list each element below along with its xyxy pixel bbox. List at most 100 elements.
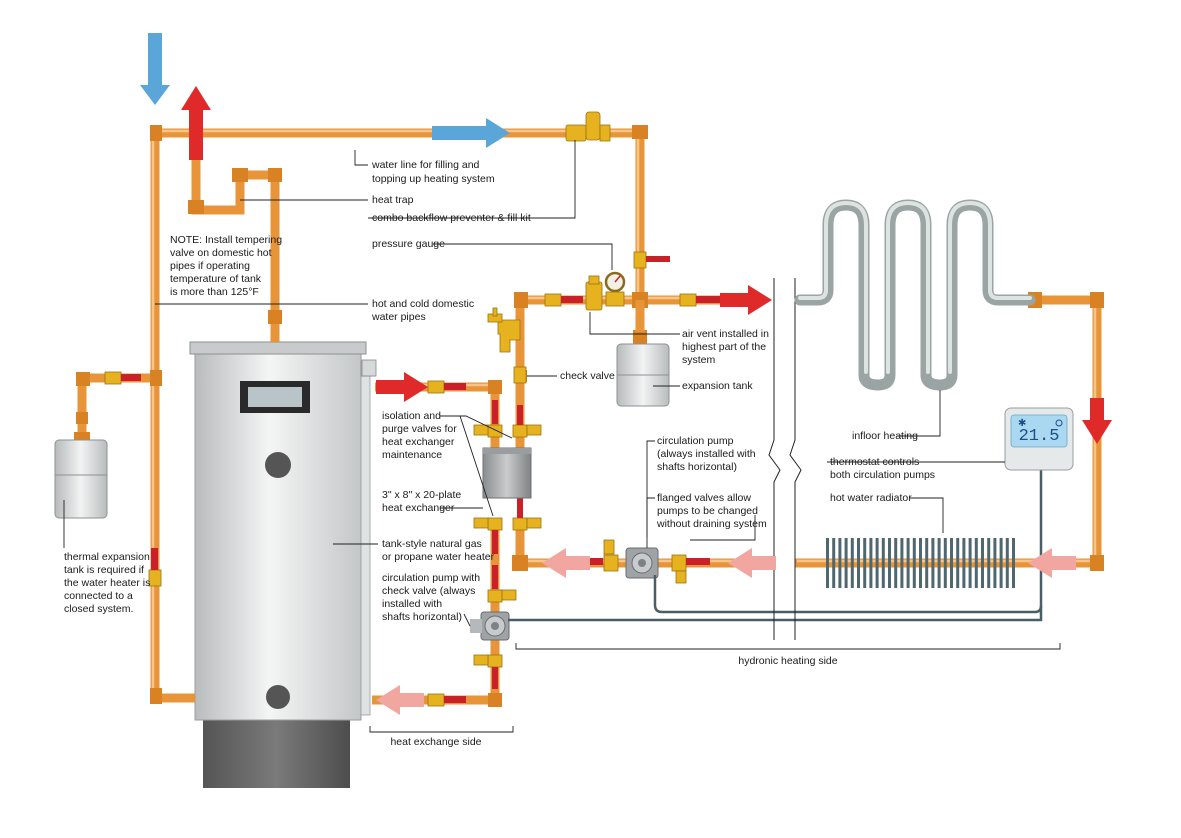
- return-arrow-left: [542, 548, 590, 578]
- radiator-fin: [869, 538, 873, 588]
- label-pump-top-2: (always installed with: [657, 448, 756, 460]
- label-heat-exchange-side: heat exchange side: [390, 736, 481, 748]
- check-valve: [513, 366, 527, 384]
- supply-arrow-down: [1082, 398, 1112, 444]
- label-water-heater-1: tank-style natural gas: [382, 538, 482, 550]
- thermostat-wiring: [508, 470, 1043, 622]
- valve-flanged-left: [581, 539, 619, 572]
- radiator-fin: [875, 538, 879, 588]
- label-air-vent-1: air vent installed in: [682, 328, 769, 340]
- label-heat-trap: heat trap: [372, 194, 414, 206]
- leader-lines: [63, 140, 1061, 733]
- valve-pump-check-lower: [473, 654, 503, 689]
- valve-thermal-branch: [104, 371, 141, 385]
- label-hydronic-side: hydronic heating side: [738, 655, 837, 667]
- label-thermal-tank-4: connected to a: [64, 590, 133, 602]
- radiator-fin: [937, 538, 941, 588]
- label-pump-top-1: circulation pump: [657, 435, 734, 447]
- radiator-fin: [850, 538, 854, 588]
- valve-fill-line: [633, 251, 670, 269]
- radiator-fin: [826, 538, 829, 588]
- cold-inlet-arrow: [140, 33, 170, 105]
- valve-main-lower: [148, 548, 162, 587]
- label-air-vent-3: system: [682, 354, 716, 366]
- label-thermostat-2: both circulation pumps: [830, 469, 935, 481]
- thermostat-display: 21.5: [1019, 427, 1060, 446]
- radiator-fin: [956, 538, 960, 588]
- radiator-fin: [987, 538, 991, 588]
- water-heater-base: [203, 718, 350, 788]
- valve-hx-purge-3: [473, 517, 503, 554]
- label-pressure-gauge: pressure gauge: [372, 238, 445, 250]
- radiator-fin: [974, 538, 978, 588]
- label-pump-top-3: shafts horizontal): [657, 461, 737, 473]
- label-thermal-tank-2: tank is required if: [64, 564, 144, 576]
- label-thermal-tank-3: the water heater is: [64, 577, 150, 589]
- radiator-fin: [1005, 538, 1009, 588]
- label-note-2: valve on domestic hot: [170, 247, 272, 259]
- valve-pump-check-upper: [487, 565, 517, 603]
- plate-heat-exchanger: [482, 447, 532, 499]
- label-isolation-4: maintenance: [382, 449, 442, 461]
- water-heater: [189, 341, 376, 788]
- label-water-heater-2: or propane water heater: [382, 551, 495, 563]
- label-note-3: pipes if operating: [170, 260, 250, 272]
- snowflake-icon: ✱: [1018, 418, 1026, 429]
- label-water-line-1: water line for filling and: [371, 159, 480, 171]
- radiator-fin: [900, 538, 904, 588]
- radiator-fin: [894, 538, 898, 588]
- ball-valves: [104, 251, 720, 707]
- water-heater-port-lower: [266, 685, 290, 709]
- radiator-fin: [838, 538, 842, 588]
- radiator-fin: [844, 538, 848, 588]
- label-pump-check-3: installed with: [382, 598, 442, 610]
- system-expansion-tank: [616, 330, 670, 407]
- labels: water line for filling and topping up he…: [64, 159, 935, 748]
- label-note-5: is more than 125°F: [170, 286, 259, 298]
- valve-flanged-right: [671, 554, 710, 584]
- radiator-fin: [981, 538, 984, 588]
- hose-bib: [487, 307, 521, 353]
- power-icon: [1055, 419, 1063, 427]
- label-isolation-1: isolation and: [382, 410, 441, 422]
- radiator-fin: [943, 538, 947, 588]
- label-plate-hx-2: heat exchanger: [382, 502, 455, 514]
- infloor-heating-tubing: [794, 199, 1036, 391]
- label-plate-hx-1: 3" x 8" x 20-plate: [382, 489, 461, 501]
- pressure-gauge: [604, 271, 626, 293]
- backflow-preventer: [565, 111, 611, 142]
- label-flanged-1: flanged valves allow: [657, 492, 751, 504]
- label-thermal-tank-5: closed system.: [64, 603, 133, 615]
- flow-arrows: [140, 33, 1112, 715]
- valve-loop-supply-right: [679, 293, 720, 307]
- label-expansion-tank: expansion tank: [682, 380, 753, 392]
- hot-outlet-arrow: [181, 86, 211, 160]
- radiator-fin: [919, 538, 922, 588]
- label-infloor: infloor heating: [852, 430, 918, 442]
- label-domestic-2: water pipes: [371, 311, 426, 323]
- radiator-fin: [863, 538, 867, 588]
- label-flanged-3: without draining system: [656, 518, 767, 530]
- label-isolation-3: heat exchanger: [382, 436, 455, 448]
- hot-water-radiator: [826, 538, 1015, 588]
- valve-hx-supply: [427, 380, 466, 394]
- supply-arrow-hx: [376, 372, 428, 402]
- air-vent: [585, 275, 625, 311]
- water-heater-top-cap: [189, 341, 367, 355]
- thermal-expansion-tank: [54, 432, 108, 519]
- label-flanged-2: pumps to be changed: [657, 505, 758, 517]
- label-note-1: NOTE: Install tempering: [170, 234, 282, 246]
- radiator-fin: [832, 538, 836, 588]
- label-domestic-1: hot and cold domestic: [372, 298, 474, 310]
- radiator-fin: [888, 538, 891, 588]
- valve-hx-purge-4: [512, 498, 542, 531]
- label-note-4: temperature of tank: [170, 273, 262, 285]
- water-heater-port-upper: [265, 452, 291, 478]
- label-water-line-2: topping up heating system: [372, 173, 495, 185]
- thermostat: 21.5 ✱: [1004, 407, 1074, 471]
- radiator-fin: [968, 538, 972, 588]
- radiator-fin: [999, 538, 1003, 588]
- label-pump-check-1: circulation pump with: [382, 572, 480, 584]
- radiator-fin: [931, 538, 935, 588]
